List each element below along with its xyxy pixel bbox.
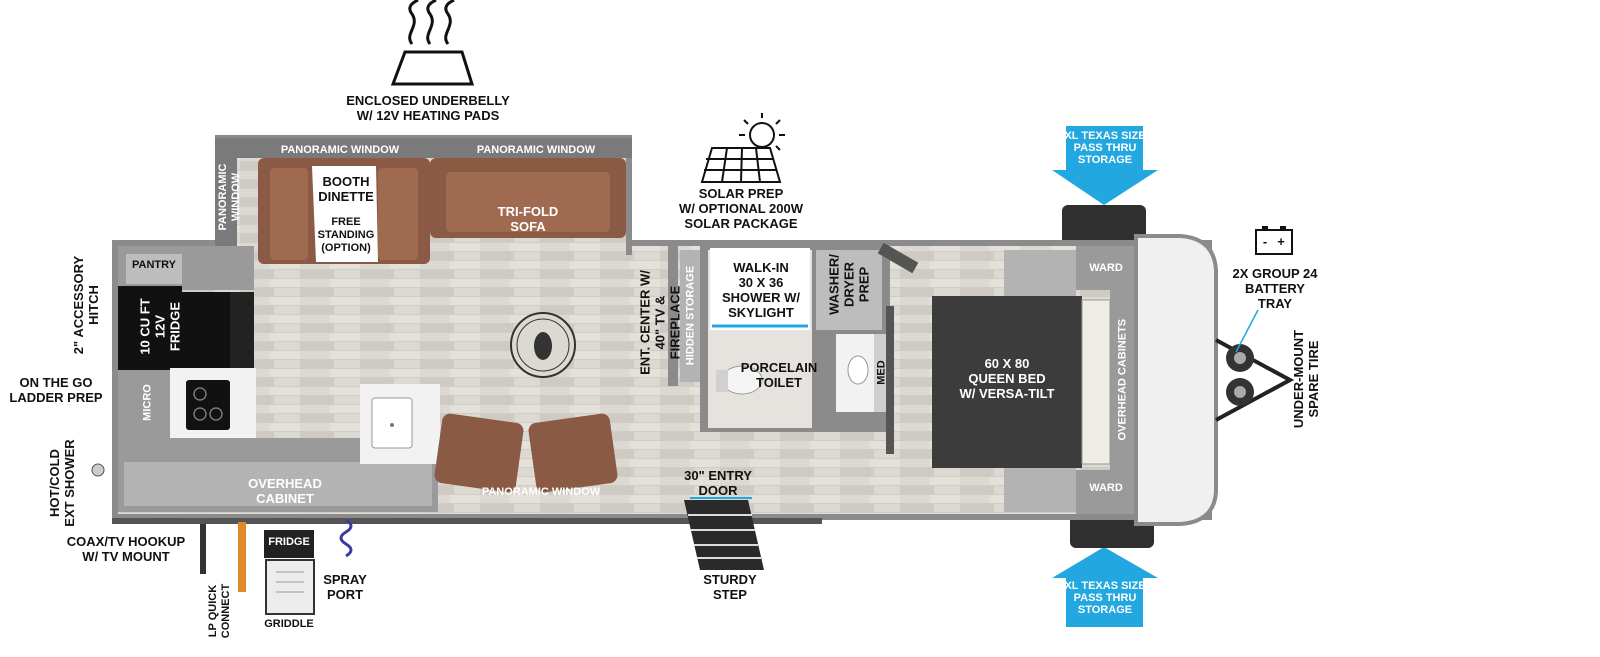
queen-bed xyxy=(932,296,1082,468)
ext-shower-label: HOT/COLD EXT SHOWER xyxy=(47,439,77,527)
trailer-front-cap xyxy=(1134,234,1218,526)
carpet-free-stamp-icon xyxy=(510,312,576,378)
solar-label: SOLAR PREP W/ OPTIONAL 200W SOLAR PACKAG… xyxy=(679,186,803,231)
cooktop xyxy=(186,380,230,430)
xl-storage-bottom-label: XL TEXAS SIZE PASS THRU STORAGE xyxy=(1064,580,1146,616)
coax-label: COAX/TV HOOKUP W/ TV MOUNT xyxy=(66,534,186,564)
arrow-down-icon xyxy=(1052,126,1158,205)
washer-dryer-prep xyxy=(816,250,882,330)
battery-plus: + xyxy=(1277,234,1285,249)
hidden-storage-label: HIDDEN STORAGE xyxy=(684,265,697,366)
ent-center-label: ENT. CENTER W/ 40" TV & FIREPLACE xyxy=(637,270,683,375)
shower-label: WALK-IN 30 X 36 SHOWER W/ SKYLIGHT xyxy=(722,260,800,320)
battery-label: 2X GROUP 24 BATTERY TRAY xyxy=(1232,266,1318,311)
bedroom-wardrobe-bottom xyxy=(1076,470,1136,514)
panoramic-window-side-label: PANORAMIC WINDOW xyxy=(217,163,242,231)
hidden-storage xyxy=(680,250,700,382)
outside-fridge-label: FRIDGE xyxy=(268,536,310,548)
entry-steps xyxy=(684,500,764,570)
ladder-prep-label: ON THE GO LADDER PREP xyxy=(9,375,103,405)
arrow-up-icon xyxy=(1052,547,1158,627)
queen-bed-label: 60 X 80 QUEEN BED W/ VERSA-TILT xyxy=(959,356,1055,401)
recliner-left xyxy=(434,413,524,493)
micro-label: MICRO xyxy=(141,384,154,421)
overhead-cabinets-label: OVERHEAD CABINETS xyxy=(1116,318,1129,441)
accessory-hitch-label: 2" ACCESSORY HITCH xyxy=(71,255,101,355)
underbelly-label: ENCLOSED UNDERBELLY W/ 12V HEATING PADS xyxy=(346,93,510,123)
griddle xyxy=(265,559,315,615)
outside-fridge xyxy=(264,530,314,558)
trifold-sofa-label: TRI-FOLD SOFA xyxy=(497,204,559,234)
panoramic-window-bottom-label: PANORAMIC WINDOW xyxy=(481,486,601,498)
griddle-label: GRIDDLE xyxy=(264,618,314,630)
overhead-cabinets-front xyxy=(1110,290,1136,470)
heating-pad-icon xyxy=(390,0,475,86)
panoramic-window-top-right-label: PANORAMIC WINDOW xyxy=(476,144,596,156)
pantry-label: PANTRY xyxy=(132,259,176,271)
ward-bottom-label: WARD xyxy=(1089,482,1123,494)
spare-tire xyxy=(1215,338,1295,422)
ward-top-label: WARD xyxy=(1089,262,1123,274)
spray-port xyxy=(339,518,353,558)
carpet-free-label: CARPET FREE! xyxy=(539,306,547,307)
toilet-label: PORCELAIN TOILET xyxy=(740,360,818,390)
med-label: MED xyxy=(875,360,888,385)
fridge-interior xyxy=(118,286,182,370)
fridge-interior-label: 10 CU FT 12V FRIDGE xyxy=(137,298,183,355)
battery-icon xyxy=(1255,226,1293,255)
xl-storage-top-label: XL TEXAS SIZE PASS THRU STORAGE xyxy=(1064,130,1146,166)
bedroom-wardrobe-top xyxy=(1076,246,1136,290)
walk-in-shower xyxy=(710,248,810,330)
washer-dryer-label: WASHER/ DRYER PREP xyxy=(826,254,872,315)
storage-bay-bottom xyxy=(1070,512,1154,548)
recliner-right xyxy=(528,413,618,493)
overhead-cabinet-label: OVERHEAD CABINET xyxy=(248,476,322,506)
spray-port-label: SPRAY PORT xyxy=(323,572,367,602)
booth-dinette-label: BOOTH DINETTE xyxy=(318,174,374,204)
lp-quick-label: LP QUICK CONNECT xyxy=(207,583,232,639)
panoramic-window-top-left-label: PANORAMIC WINDOW xyxy=(280,144,400,156)
free-standing-label: FREE STANDING (OPTION) xyxy=(317,216,375,254)
dinette-table xyxy=(312,166,378,262)
solar-panel-icon xyxy=(700,147,782,183)
lp-quick-connect xyxy=(238,522,246,592)
spare-tire-label: UNDER-MOUNT SPARE TIRE xyxy=(1291,329,1321,429)
storage-bay-top xyxy=(1062,205,1146,245)
ent-center-wall xyxy=(668,246,678,386)
sturdy-step-label: STURDY STEP xyxy=(703,572,757,602)
ext-shower-knob xyxy=(91,463,105,477)
bottom-rail xyxy=(112,518,822,524)
sun-icon xyxy=(739,113,785,151)
microwave xyxy=(118,370,170,438)
battery-minus: - xyxy=(1262,234,1268,249)
entry-door-label: 30" ENTRY DOOR xyxy=(684,468,752,498)
